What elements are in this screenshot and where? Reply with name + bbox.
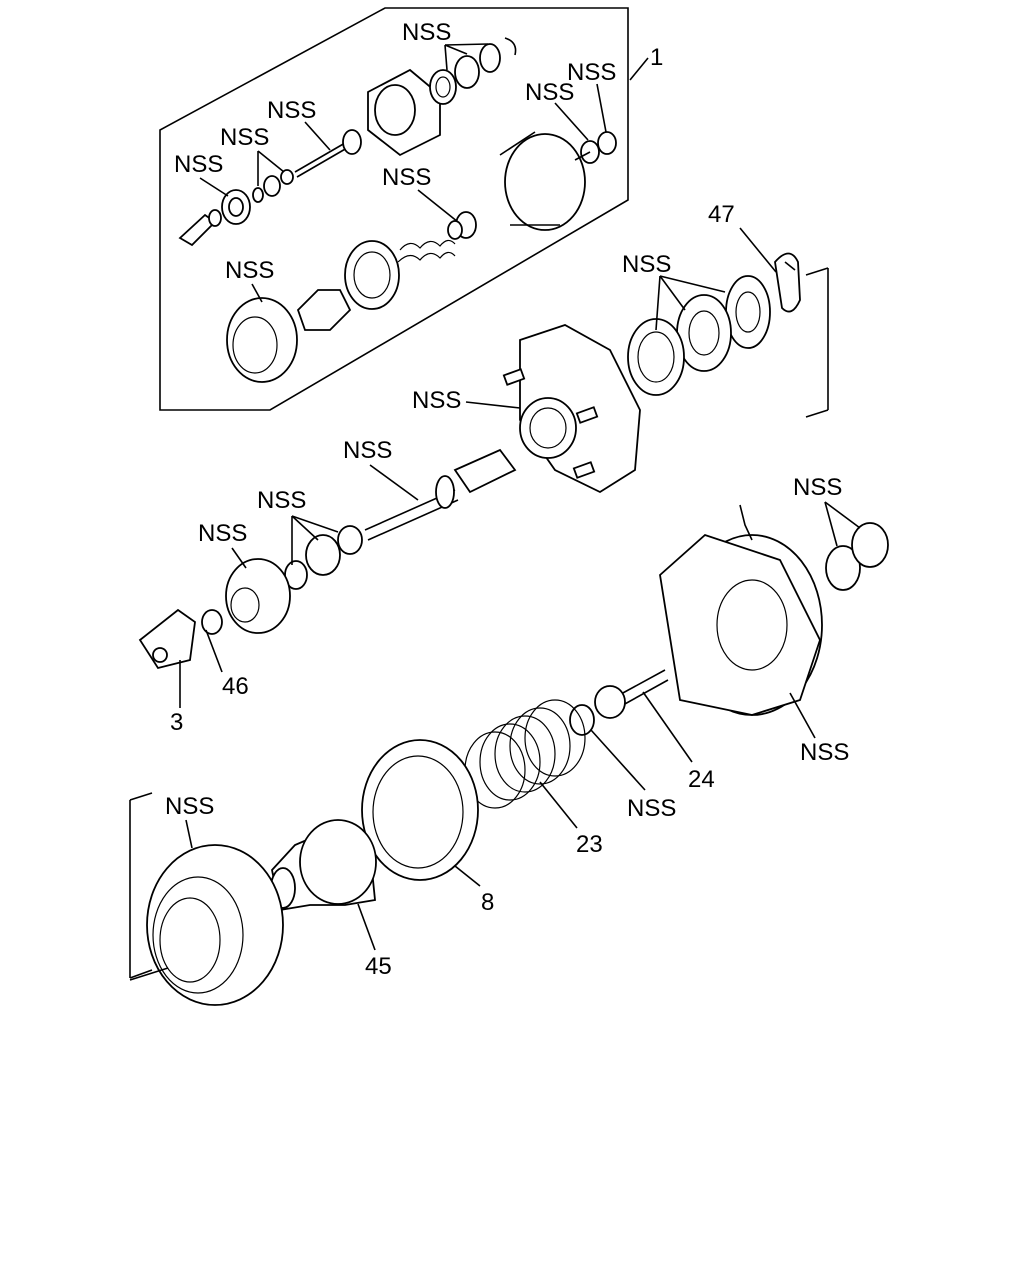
main-parts — [129, 252, 889, 1006]
callout-labels: 1 NSS NSS NSS NSS NSS NSS NSS NSS 47 NSS… — [165, 19, 849, 980]
callout-45: 45 — [365, 953, 392, 980]
callout-3: 3 — [170, 709, 183, 736]
leader-lines — [129, 43, 861, 981]
callout-nss-piston: NSS — [198, 520, 247, 547]
callout-nss-seal-inset: NSS — [225, 257, 274, 284]
callout-nss-top-right-1: NSS — [525, 79, 574, 106]
inset-assembly-box — [159, 7, 629, 411]
inset-parts — [178, 37, 617, 383]
callout-nss-washers-mid: NSS — [257, 487, 306, 514]
callout-23: 23 — [576, 831, 603, 858]
callout-8: 8 — [481, 889, 494, 916]
callout-47: 47 — [708, 201, 735, 228]
callout-24: 24 — [688, 766, 715, 793]
callout-1: 1 — [650, 44, 663, 71]
callout-nss-spring: NSS — [382, 164, 431, 191]
callout-nss-big-seal: NSS — [165, 793, 214, 820]
callout-nss-washers: NSS — [220, 124, 269, 151]
callout-nss-nut: NSS — [174, 151, 223, 178]
callout-nss-rod: NSS — [267, 97, 316, 124]
callout-nss-shell: NSS — [800, 739, 849, 766]
callout-nss-washer-stack: NSS — [622, 251, 671, 278]
callout-nss-top-right-2: NSS — [567, 59, 616, 86]
callout-nss-ring: NSS — [627, 795, 676, 822]
callout-46: 46 — [222, 673, 249, 700]
callout-nss-pushrod: NSS — [343, 437, 392, 464]
callout-nss-top: NSS — [402, 19, 451, 46]
callout-nss-housing: NSS — [412, 387, 461, 414]
callout-nss-right-seal: NSS — [793, 474, 842, 501]
